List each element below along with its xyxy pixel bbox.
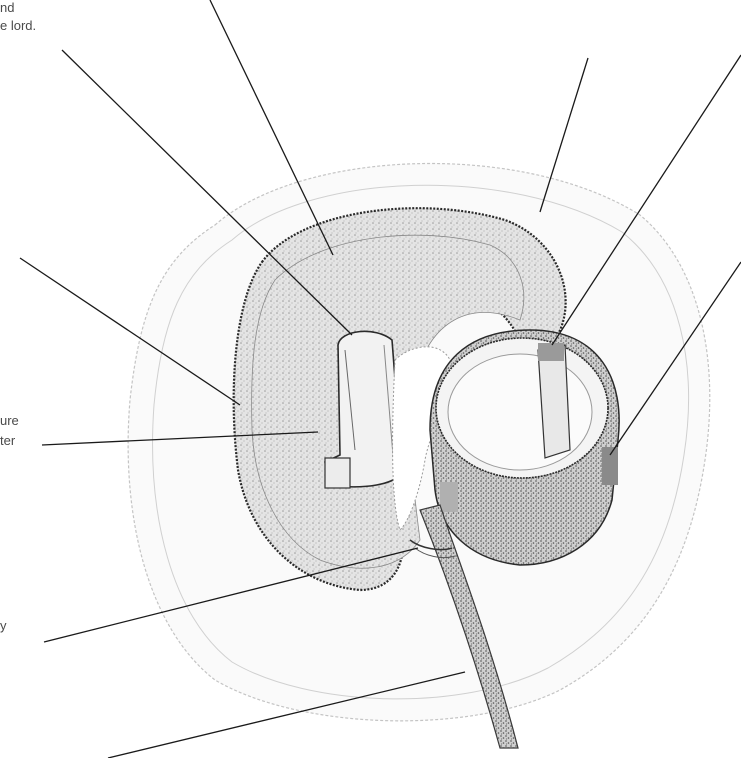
label-fragment-top-left-2: e lord. <box>0 18 36 33</box>
label-fragment-left-low: y <box>0 618 7 633</box>
label-fragment-left-mid-1: ure <box>0 413 19 428</box>
label-fragment-left-mid-2: ter <box>0 433 15 448</box>
label-fragment-top-left-1: nd <box>0 0 14 15</box>
round-component <box>430 330 619 565</box>
